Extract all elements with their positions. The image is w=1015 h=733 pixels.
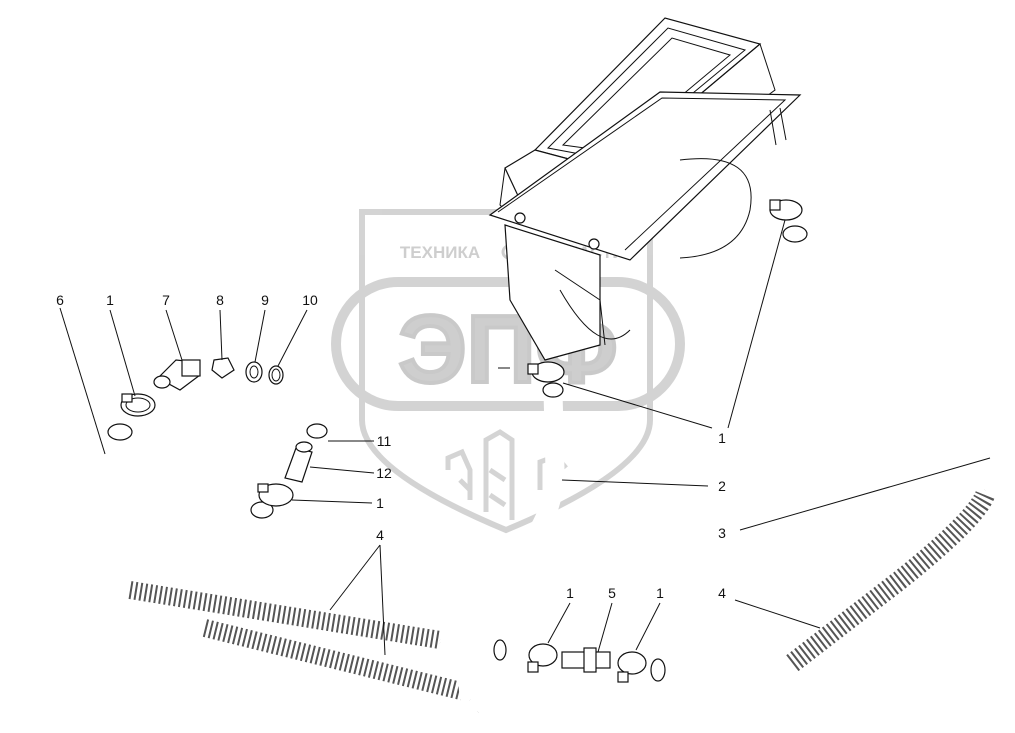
clamp-1-top-right xyxy=(769,199,803,221)
callout-1-bottom-left: 1 xyxy=(566,585,574,601)
callout-1-heater: 1 xyxy=(718,430,726,446)
elbow-fitting-7 xyxy=(153,359,201,391)
hose-4-lower-left xyxy=(188,501,489,717)
washer-9 xyxy=(245,361,263,383)
ring-10 xyxy=(268,365,284,385)
callout-6: 6 xyxy=(56,292,64,308)
hose-stub-center xyxy=(439,634,507,661)
ring-11 xyxy=(306,423,328,439)
callout-5: 5 xyxy=(608,585,616,601)
callout-1-middle: 1 xyxy=(376,495,384,511)
callout-10: 10 xyxy=(302,292,318,308)
fitting-12 xyxy=(284,441,313,483)
clamp-1-left xyxy=(120,393,156,417)
callout-1-bottom-right: 1 xyxy=(656,585,664,601)
callouts: 6 1 7 8 9 10 11 12 1 4 1 2 3 1 5 1 4 xyxy=(56,292,726,601)
watermark-text-left: ТЕХНИКА xyxy=(400,243,480,262)
hose-4-right xyxy=(650,490,995,691)
hose-3 xyxy=(782,225,999,493)
callout-3: 3 xyxy=(718,525,726,541)
hose-6 xyxy=(44,423,442,650)
heater-duct-housing xyxy=(488,17,802,369)
clamp-1-bottom-right xyxy=(617,651,647,683)
callout-1-left: 1 xyxy=(106,292,114,308)
callout-12: 12 xyxy=(376,465,392,481)
connector-5 xyxy=(561,647,611,673)
callout-8: 8 xyxy=(216,292,224,308)
clamp-1-bottom-left xyxy=(527,643,558,673)
clamp-1-middle xyxy=(257,483,294,507)
callout-2: 2 xyxy=(718,478,726,494)
callout-11: 11 xyxy=(377,433,392,449)
callout-7: 7 xyxy=(162,292,170,308)
callout-4-left: 4 xyxy=(376,527,384,543)
corrugation-left xyxy=(128,581,468,701)
nut-8 xyxy=(211,357,235,379)
callout-4-right: 4 xyxy=(718,585,726,601)
leader-lines xyxy=(59,219,991,656)
callout-9: 9 xyxy=(261,292,269,308)
clamp-1-top-heater xyxy=(527,361,565,383)
